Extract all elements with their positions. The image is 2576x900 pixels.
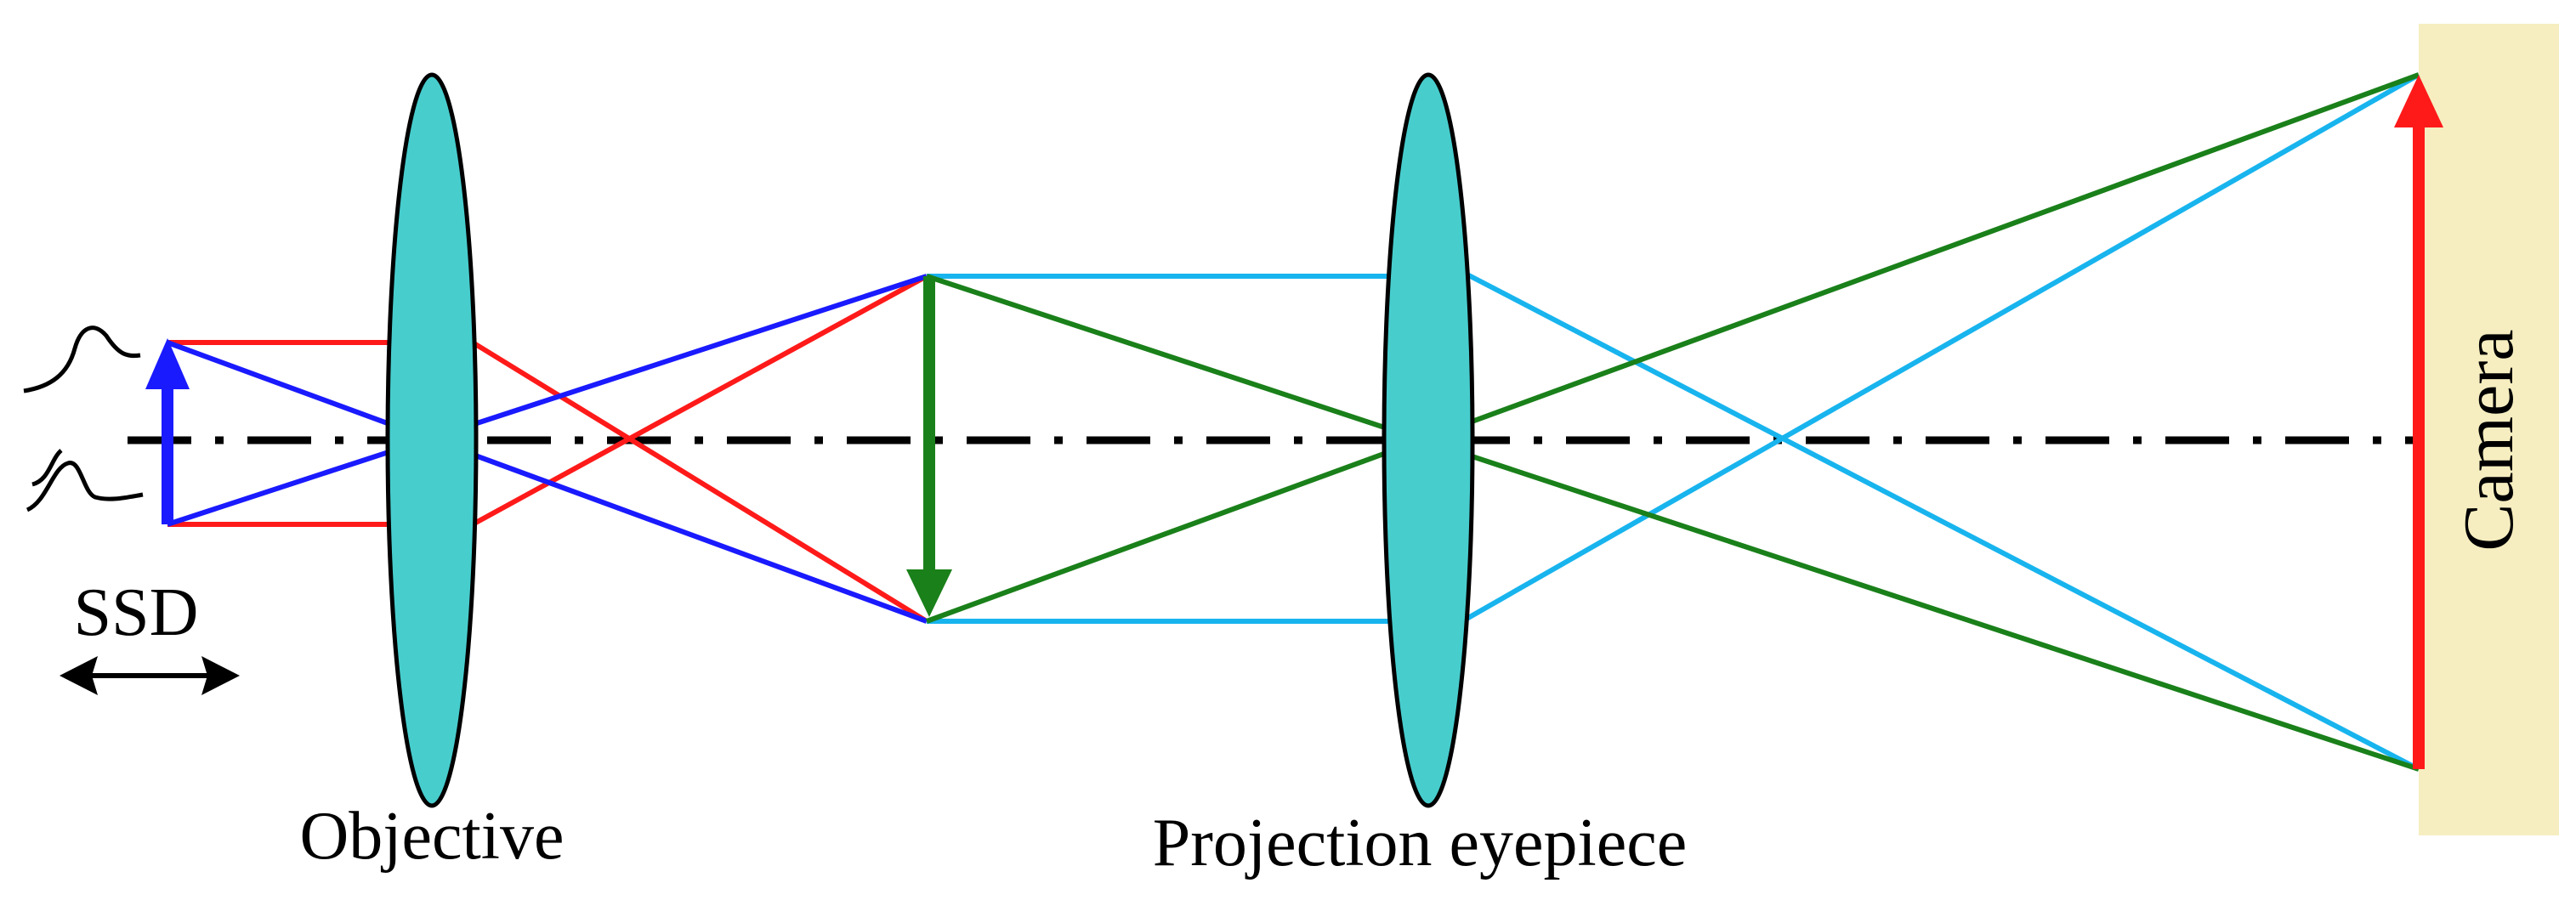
final-image-arrow-head [2394,75,2443,127]
ssd-label: SSD [74,575,199,650]
objective-label: Objective [300,799,565,874]
specimen-icon [23,325,144,512]
eyepiece-cyan-rays [927,72,2420,772]
camera-label: Camera [2449,329,2528,551]
projection-eyepiece-lens [1382,72,1475,808]
eyepiece-green-rays [925,72,2420,772]
camera-panel [2419,24,2559,835]
objective-red-rays [167,274,928,624]
intermediate-image-arrow-head [906,569,952,617]
objective-blue-rays [166,274,928,624]
ssd-double-arrow [60,656,240,695]
objective-lens [385,72,479,808]
projection-eyepiece-label: Projection eyepiece [1153,806,1688,880]
object-arrow-head [145,338,190,389]
